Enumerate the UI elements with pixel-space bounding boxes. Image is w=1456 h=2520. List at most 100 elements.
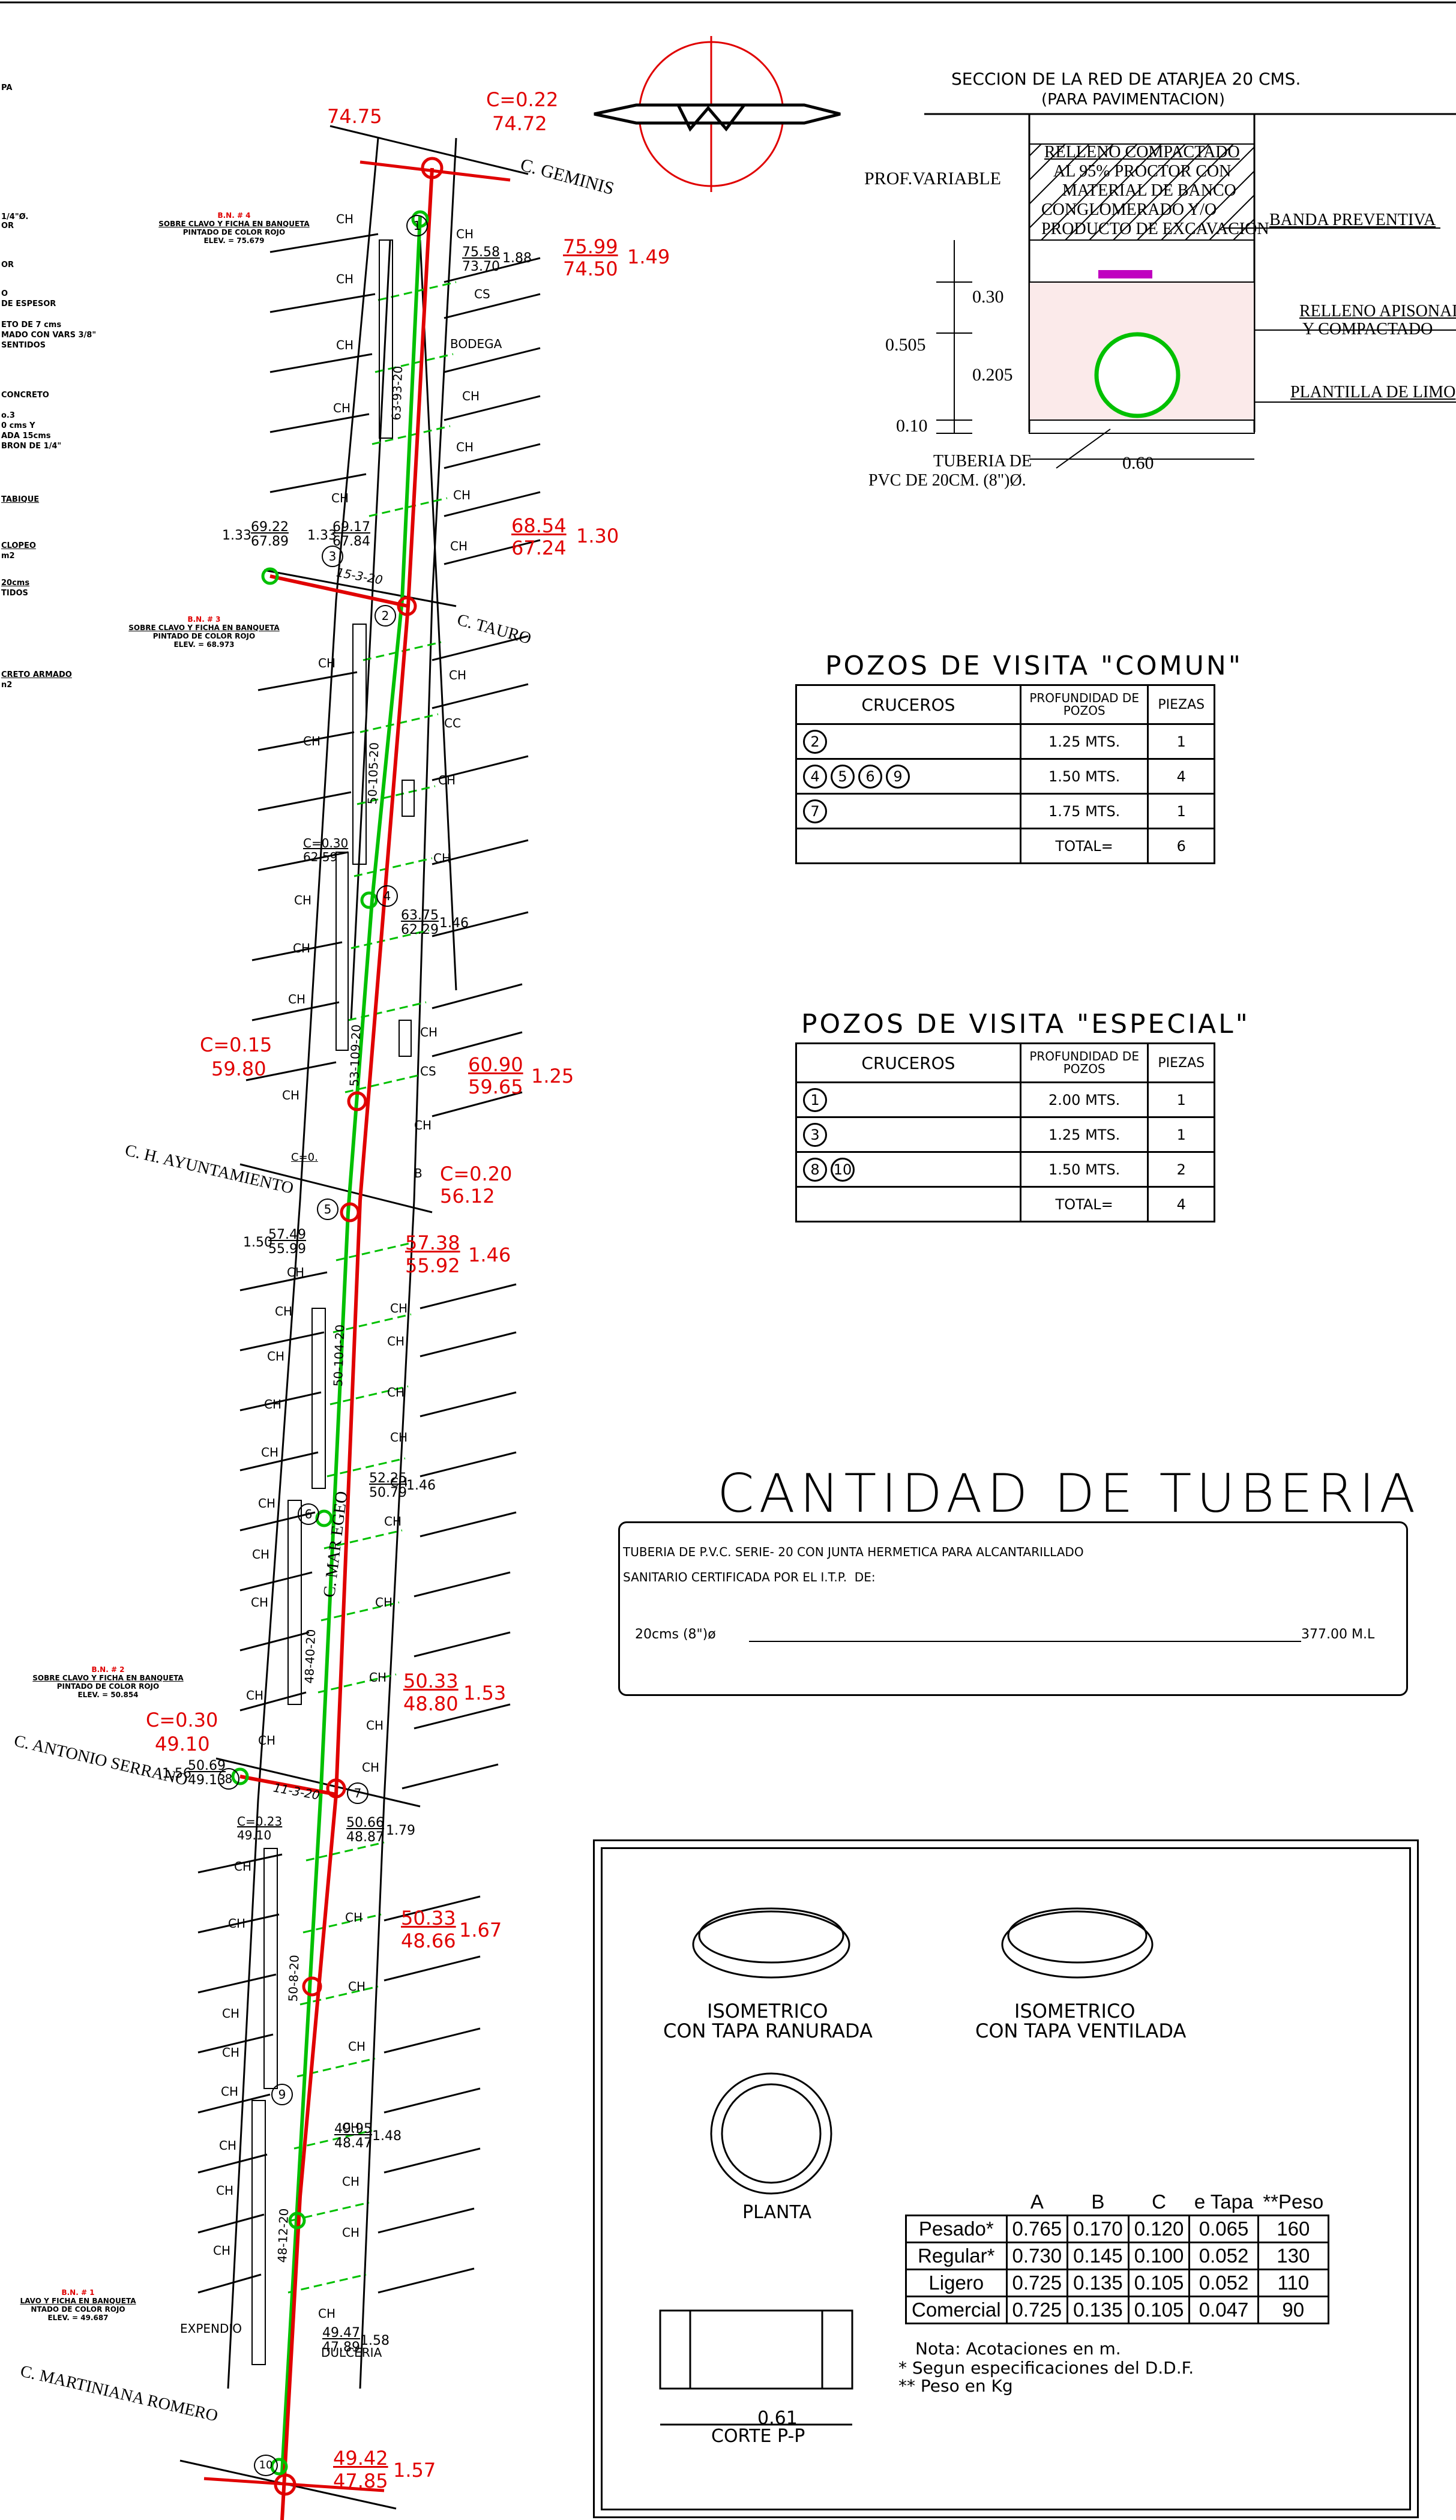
- lot-label: CH: [342, 2174, 360, 2189]
- red-cota: 74.50: [563, 257, 618, 280]
- benchmark-line: ELEV. = 68.973: [173, 640, 235, 649]
- black-cota: 62.29: [401, 922, 439, 937]
- pozo-number: 8: [218, 1768, 239, 1790]
- header-cell: PIEZAS: [1147, 684, 1215, 725]
- banda-label: BANDA PREVENTIVA: [1269, 211, 1436, 229]
- dim-label: 0.60: [1122, 453, 1154, 473]
- value-cell: 130: [1257, 2242, 1329, 2270]
- sidewalk-buildings: [251, 239, 415, 2365]
- lot-label: CH: [293, 941, 311, 955]
- lot-label: CH: [462, 389, 480, 403]
- cruceros-cell: 7: [795, 793, 1021, 829]
- note-line: PA: [1, 83, 13, 92]
- black-cota: 1.56: [162, 1766, 191, 1781]
- black-cota: 49.95: [334, 2122, 372, 2137]
- depth-cell: 1.75 MTS.: [1019, 793, 1149, 829]
- benchmark-line: SOBRE CLAVO Y FICHA EN BANQUETA: [32, 1674, 184, 1682]
- total-label: TOTAL=: [1019, 828, 1149, 864]
- benchmark-3: B.N. # 3 SOBRE CLAVO Y FICHA EN BANQUETA…: [114, 615, 294, 649]
- pozo-id: 9: [886, 764, 910, 789]
- red-cota: 48.80: [403, 1692, 459, 1715]
- section-subtitle: (PARA PAVIMENTACION): [1041, 91, 1225, 109]
- pieces-cell: 1: [1147, 793, 1215, 829]
- red-cota: 47.85: [333, 2470, 388, 2492]
- red-cota: 60.90: [468, 1053, 523, 1076]
- tapas-inner-frame: [601, 1847, 1411, 2510]
- lot-label: CH: [222, 2006, 240, 2021]
- relleno-label: RELLENO APISONADO: [1299, 302, 1456, 320]
- black-cota: 1.58: [360, 2333, 390, 2348]
- lot-label: CH: [450, 539, 468, 553]
- iso-label: CON TAPA VENTILADA: [975, 2019, 1187, 2042]
- lot-label: CH: [345, 1910, 363, 1925]
- black-cota: 75.58: [462, 245, 500, 260]
- value-cell: 0.765: [1005, 2215, 1069, 2243]
- header-cell: e Tapa: [1194, 2191, 1254, 2213]
- fill-note: CONGLOMERADO Y/O: [1041, 200, 1217, 219]
- tramo-label: 48-12-20: [275, 2208, 292, 2263]
- black-cota: 49.47: [322, 2326, 360, 2341]
- benchmark-line: PINTADO DE COLOR ROJO: [152, 632, 256, 640]
- benchmark-title: B.N. # 1: [61, 2288, 95, 2297]
- lot-label: CH: [251, 1595, 269, 1610]
- black-cota: 1.48: [372, 2129, 402, 2144]
- pozo-id: 10: [831, 1157, 855, 1182]
- header-cell: PROFUNDIDAD DE POZOS: [1019, 684, 1149, 725]
- red-cota: 57.38: [405, 1231, 460, 1254]
- black-cota: C=0.30: [303, 836, 349, 850]
- iso-label: ISOMETRICO: [1014, 2000, 1136, 2022]
- value-cell: 0.100: [1127, 2242, 1191, 2270]
- red-cota: 74.72: [492, 112, 547, 135]
- black-cota: 48.47: [334, 2136, 372, 2151]
- cruceros-cell: [795, 1186, 1021, 1222]
- note-line: MADO CON VARS 3/8": [1, 331, 97, 340]
- pozo-id: 5: [831, 764, 855, 789]
- pieces-cell: 1: [1147, 1081, 1215, 1118]
- lot-label: CH: [228, 1916, 246, 1931]
- black-cota: 49.10: [237, 1828, 272, 1842]
- red-cota: C=0.22: [486, 88, 559, 111]
- fill-note: AL 95% PROCTOR CON: [1053, 162, 1232, 181]
- black-cota: 1.33: [307, 528, 337, 543]
- depth-cell: 1.50 MTS.: [1019, 1151, 1149, 1188]
- green-pipe-line: [280, 215, 422, 2473]
- manhole-cover-drawings: [659, 1907, 1154, 2426]
- pozos-comun-table: CRUCEROS PROFUNDIDAD DE POZOS PIEZAS 2 1…: [795, 684, 1215, 864]
- lot-label: CH: [261, 1445, 279, 1460]
- lot-label: CH: [219, 2138, 237, 2153]
- lot-label: CH: [414, 1118, 432, 1132]
- benchmark-line: PINTADO DE COLOR ROJO: [182, 228, 286, 236]
- pozo-id: 7: [803, 799, 827, 823]
- pieces-cell: 1: [1147, 1116, 1215, 1153]
- header-cell: PIEZAS: [1147, 1042, 1215, 1083]
- fill-note: MATERIAL DE BANCO: [1062, 181, 1236, 200]
- note-line: CONCRETO: [1, 391, 49, 400]
- lot-label: CH: [433, 851, 451, 865]
- lot-label: CH: [390, 1475, 408, 1490]
- pieces-cell: 2: [1147, 1151, 1215, 1188]
- red-cota: 59.80: [211, 1057, 266, 1080]
- lot-label: BODEGA: [450, 337, 502, 351]
- red-branch-3: [269, 574, 409, 608]
- black-cota: 50.66: [346, 1815, 384, 1830]
- note-line: OR: [1, 221, 14, 230]
- pozo-number: 6: [298, 1503, 319, 1525]
- black-cota: 49.13: [188, 1773, 226, 1788]
- lot-label: CH: [438, 773, 456, 787]
- lot-label: CH: [336, 272, 354, 286]
- manholes: [274, 157, 444, 2496]
- dim-label: 0.205: [972, 365, 1013, 385]
- benchmark-line: ELEV. = 49.687: [47, 2314, 109, 2322]
- red-sewer-line: [280, 167, 434, 2520]
- pozo-id: 6: [858, 764, 882, 789]
- benchmark-line: PINTADO DE COLOR ROJO: [56, 1682, 160, 1691]
- lot-label: CH: [453, 488, 471, 502]
- pieces-cell: 1: [1147, 723, 1215, 760]
- fill-note: RELLENO COMPACTADO: [1044, 143, 1240, 161]
- black-cota: 1.33: [222, 528, 251, 543]
- benchmark-line: LAVO Y FICHA EN BANQUETA: [20, 2297, 136, 2305]
- red-cross-top: [359, 160, 511, 182]
- red-cota: 56.12: [440, 1185, 495, 1207]
- lot-label: EXPENDIO: [180, 2321, 242, 2336]
